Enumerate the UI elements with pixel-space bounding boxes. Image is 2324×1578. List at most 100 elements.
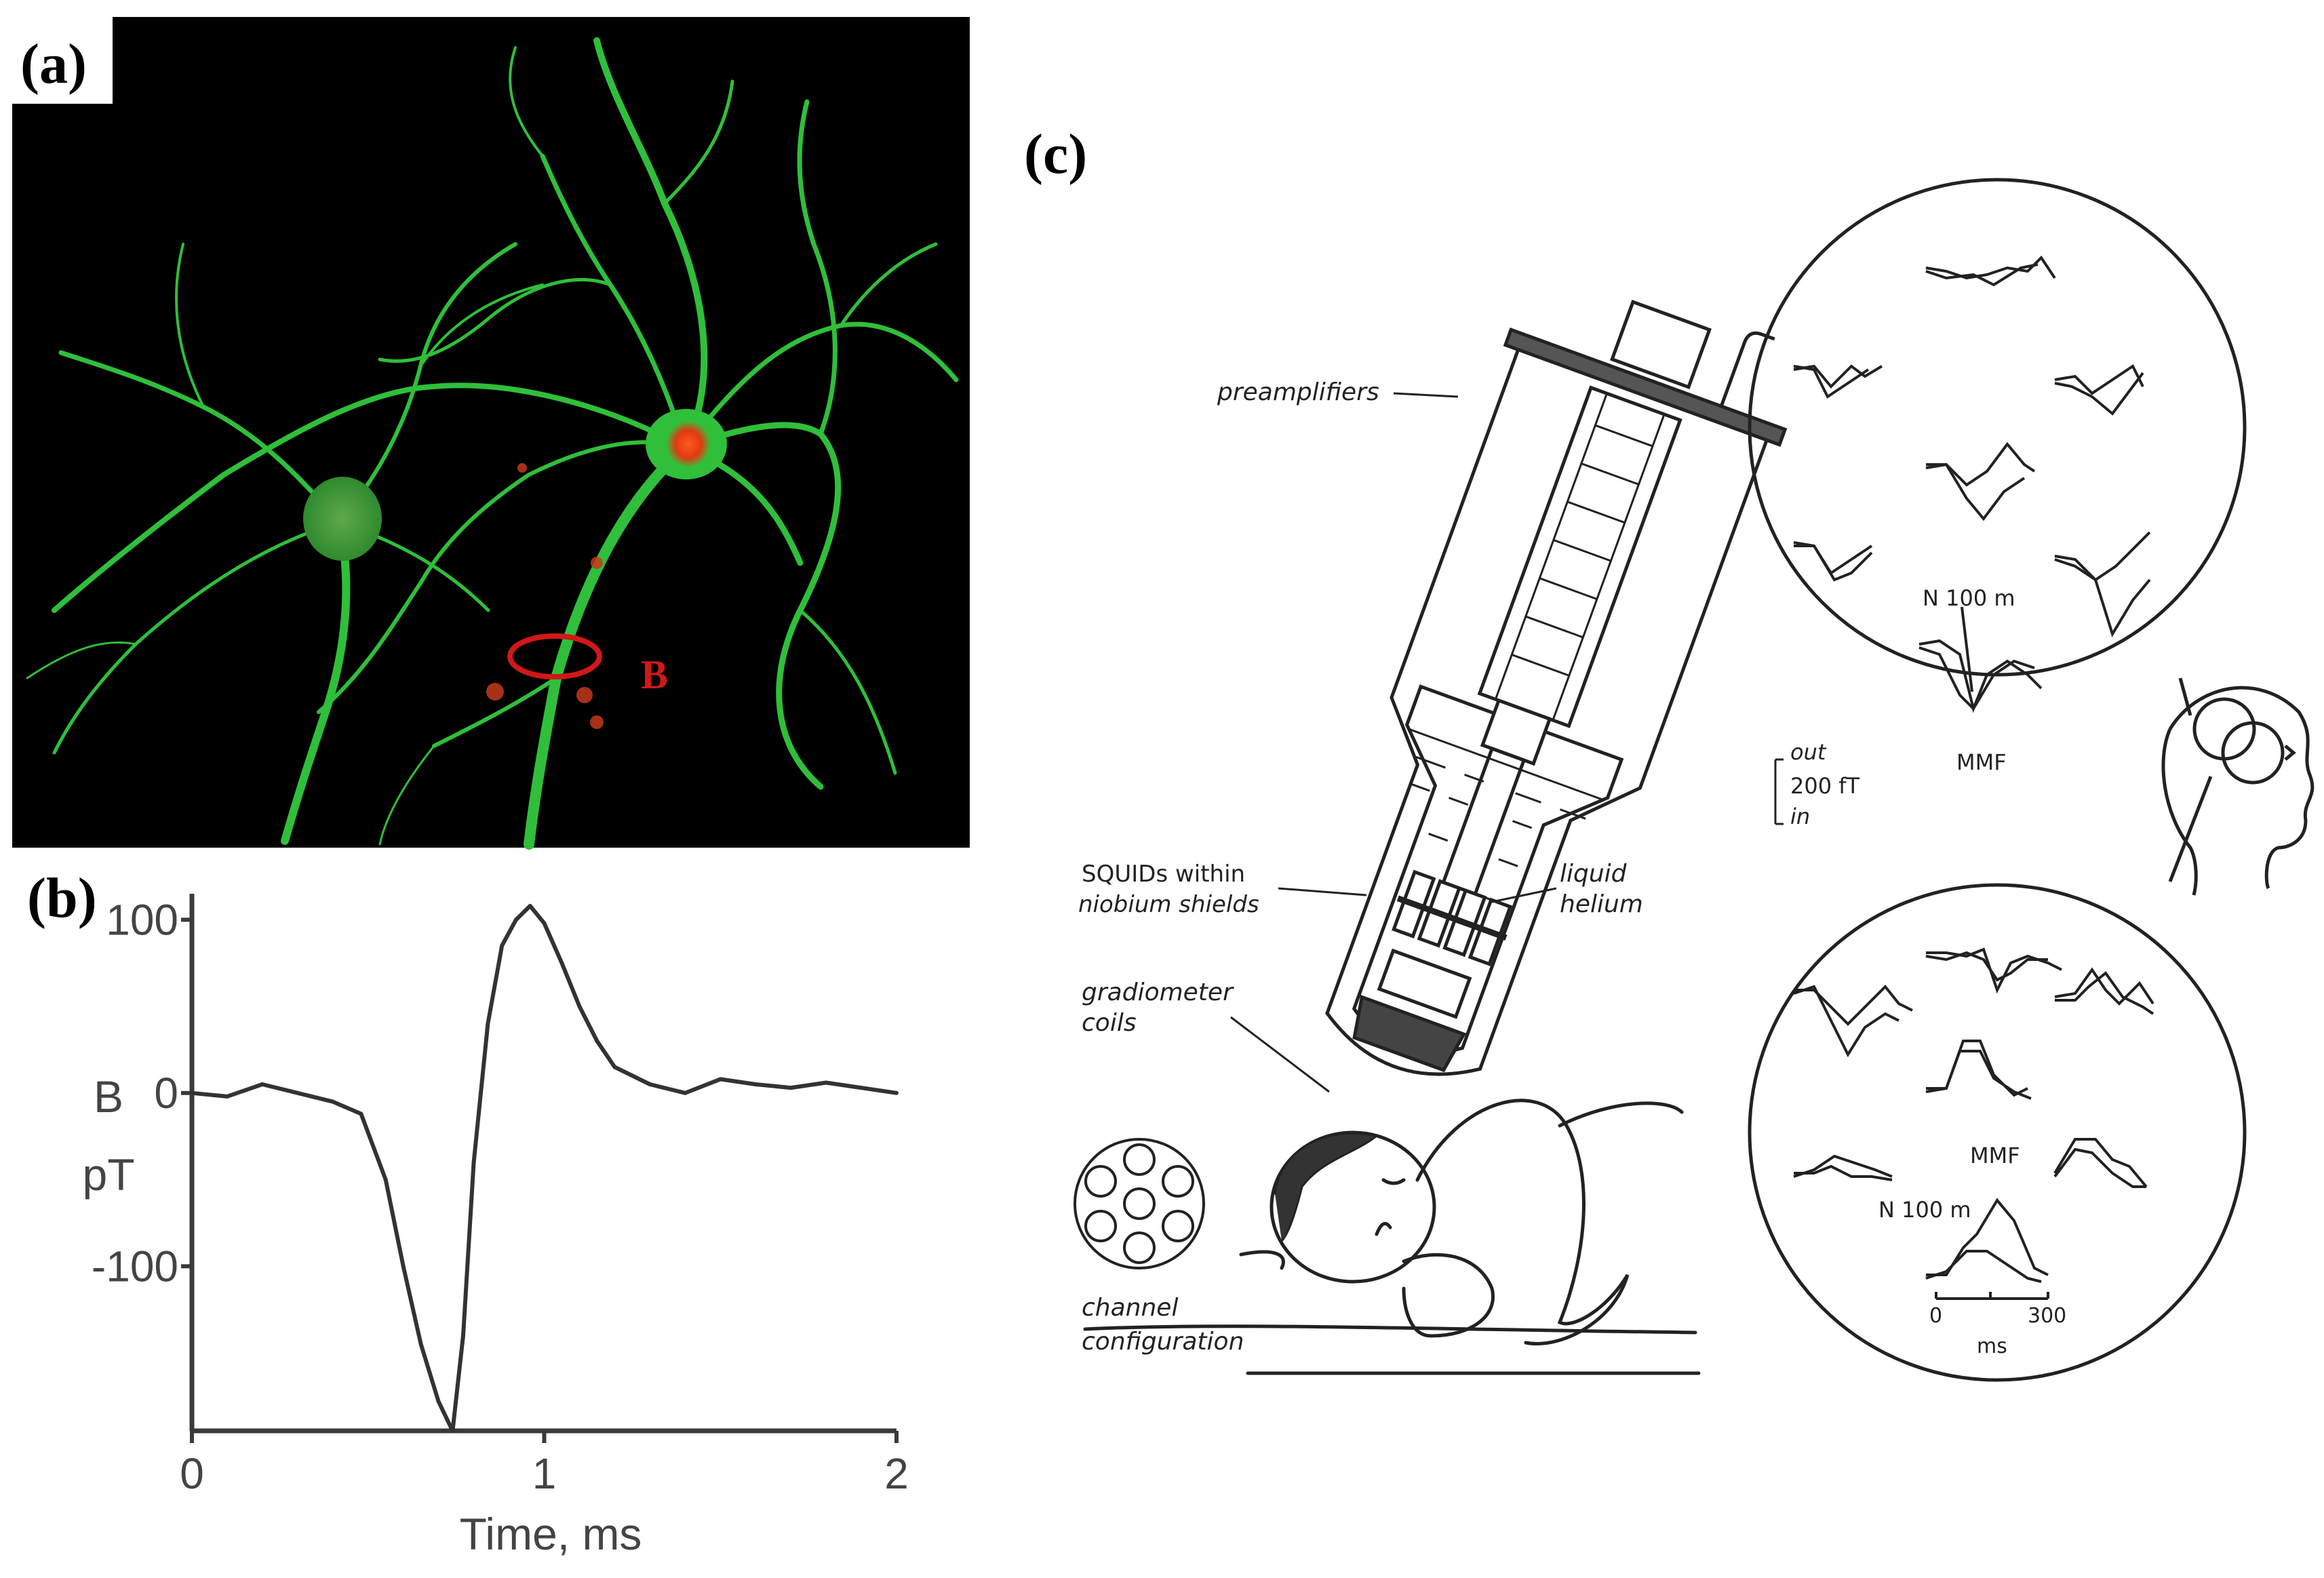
label-n100-top: N 100 m <box>1923 585 2015 611</box>
ms-axis-unit: ms <box>1977 1335 2007 1358</box>
label-helium-2: helium <box>1560 890 1643 918</box>
label-mmf-bottom: MMF <box>1970 1143 2020 1168</box>
trace-point <box>295 1090 300 1095</box>
trace-point <box>648 1082 652 1086</box>
trace-point <box>383 1177 388 1182</box>
trace-point <box>824 1080 829 1085</box>
dewar-apparatus <box>1325 300 1788 1076</box>
label-squids-1: SQUIDs within <box>1082 861 1245 888</box>
mouth <box>1375 1221 1392 1236</box>
lower-block <box>1377 948 1472 1019</box>
rod-connector <box>1480 698 1552 766</box>
trace-point <box>718 1077 723 1082</box>
trace-point <box>513 918 518 922</box>
trace-point <box>683 1090 688 1095</box>
trace-point <box>894 1090 899 1095</box>
cable-tube <box>1719 331 1775 407</box>
trace-point <box>577 1004 582 1009</box>
label-gradiometer-1: gradiometer <box>1082 979 1234 1006</box>
body-outline <box>1558 1101 1684 1128</box>
trace-point <box>500 943 505 948</box>
x-axis-label: Time, ms <box>460 1509 642 1559</box>
leader-preamplifiers <box>1393 392 1459 398</box>
label-channel-2: configuration <box>1082 1328 1244 1356</box>
trace-point <box>418 1342 423 1347</box>
recording-circle-top <box>1748 178 2247 713</box>
y-axis-label-b: B <box>94 1071 123 1122</box>
trace-point <box>401 1264 406 1269</box>
label-helium-1: liquid <box>1560 860 1628 888</box>
trace-point <box>542 921 547 926</box>
trace-points <box>190 903 899 1433</box>
recording-circle-bottom <box>1748 883 2247 1382</box>
channel-configuration-icon <box>1074 1138 1205 1269</box>
label-squids-2: niobium shields <box>1078 891 1259 918</box>
preamp-box <box>1610 300 1712 390</box>
squid-shields <box>1392 869 1513 966</box>
hair-outline <box>1274 1132 1379 1242</box>
marker-label-b: B <box>641 652 668 697</box>
trace-point <box>789 1086 793 1090</box>
trace-point <box>612 1065 617 1069</box>
panel-b-label: (b) <box>27 867 97 930</box>
label-n100-bottom: N 100 m <box>1878 1197 1971 1223</box>
scale-value: 200 fT <box>1790 773 1860 799</box>
leader-helium <box>1491 887 1557 903</box>
trace-point <box>224 1094 229 1099</box>
nucleus-red <box>667 421 710 467</box>
scale-out: out <box>1790 739 1827 765</box>
measurement-ring <box>507 633 602 679</box>
arm-outline <box>1402 1252 1495 1338</box>
y-tick-label: 0 <box>154 1069 178 1118</box>
trace-point <box>359 1111 363 1116</box>
x-tick-label: 2 <box>884 1449 909 1498</box>
label-mmf-top: MMF <box>1956 749 2007 775</box>
trace-point <box>753 1082 758 1086</box>
ms-axis-end: 300 <box>2028 1304 2066 1328</box>
stem <box>1441 746 1527 896</box>
dewar-outer-wall <box>1325 349 1769 1076</box>
leader-gradiometer <box>1230 1016 1330 1093</box>
scale-in: in <box>1790 804 1810 829</box>
central-rod <box>1477 385 1682 728</box>
ms-axis-start: 0 <box>1929 1304 1942 1328</box>
shoulder-outline <box>1415 1099 1630 1345</box>
trace-point <box>528 903 532 908</box>
pillow-line <box>1239 1250 1285 1270</box>
panel-c: (c) <box>1024 123 2315 1382</box>
trace-point <box>436 1399 441 1404</box>
panel-a-label-box <box>12 17 113 104</box>
head-profile <box>2161 677 2315 896</box>
y-tick-label: -100 <box>92 1242 178 1290</box>
closed-eye <box>1381 1178 1406 1185</box>
panel-a: (a) <box>12 17 970 850</box>
label-gradiometer-2: coils <box>1082 1009 1137 1037</box>
micrograph-background <box>12 17 970 848</box>
trace-point <box>260 1082 264 1086</box>
panel-c-label: (c) <box>1024 123 1087 186</box>
label-channel-1: channel <box>1082 1294 1178 1322</box>
y-tick-label: 100 <box>106 895 178 944</box>
label-preamplifiers: preamplifiers <box>1217 378 1379 406</box>
trace-point <box>330 1099 335 1104</box>
x-tick-label: 1 <box>532 1449 557 1498</box>
neuron-dendrites <box>26 37 959 850</box>
trace-point <box>461 1333 465 1338</box>
leader-squids <box>1278 887 1367 896</box>
gradiometer-coils <box>1352 994 1467 1073</box>
soma-left <box>303 477 382 561</box>
trace-point <box>486 1021 490 1026</box>
dewar-top-cap <box>1503 327 1788 447</box>
trace-point <box>559 961 564 966</box>
bed-line <box>1083 1324 1697 1335</box>
red-puncta <box>486 463 604 729</box>
subject-figure <box>1083 1099 1701 1375</box>
trace-point <box>450 1429 455 1433</box>
trace-point <box>190 1090 194 1095</box>
field-trace-line <box>191 903 897 1433</box>
rod-ladder <box>1494 393 1666 721</box>
scale-bar <box>1774 758 1784 825</box>
